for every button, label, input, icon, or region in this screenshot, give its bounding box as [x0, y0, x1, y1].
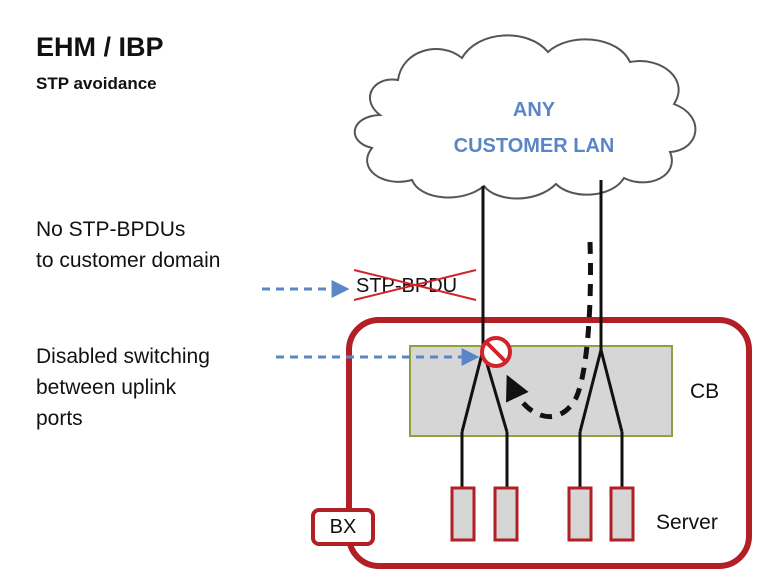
page-subtitle: STP avoidance	[36, 74, 157, 93]
note-switching-line-2: between uplink	[36, 376, 177, 399]
server-blade-1	[450, 486, 476, 542]
note-switching: Disabled switching between uplink ports	[36, 341, 210, 434]
note-switching-line-3: ports	[36, 407, 83, 430]
cloud-label-line1: ANY	[513, 99, 556, 121]
note-switching-line-1: Disabled switching	[36, 345, 210, 368]
cross-out-icon	[353, 269, 477, 301]
switch-fork-right	[578, 349, 624, 433]
page-title: EHM / IBP	[36, 32, 164, 62]
server-blade-3	[567, 486, 593, 542]
cb-label: CB	[690, 380, 720, 403]
cloud-label-line2: CUSTOMER LAN	[454, 135, 615, 157]
note-stp-line-2: to customer domain	[36, 249, 221, 272]
note-stp: No STP-BPDUs to customer domain	[36, 214, 220, 276]
server-blade-2	[493, 486, 519, 542]
customer-lan-cloud	[353, 34, 697, 200]
server-blade-4	[609, 486, 635, 542]
bx-box: BX	[311, 508, 375, 546]
disabled-switching-icon	[480, 336, 512, 368]
server-label: Server	[656, 511, 718, 534]
server-chassis	[346, 317, 752, 569]
blocked-loop-path	[506, 241, 593, 419]
bx-label: BX	[329, 515, 357, 538]
note-stp-line-1: No STP-BPDUs	[36, 218, 186, 241]
cb-box	[409, 345, 673, 437]
